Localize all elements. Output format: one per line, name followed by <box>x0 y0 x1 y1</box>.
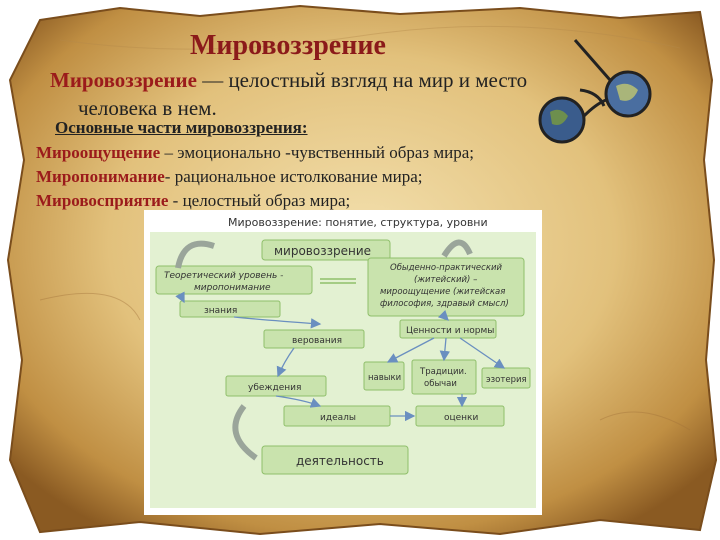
part-text: - целостный образ мира; <box>168 191 351 210</box>
diagram-header: Мировоззрение: понятие, структура, уровн… <box>228 216 488 229</box>
parts-list: Мироощущение – эмоционально -чувственный… <box>36 141 474 213</box>
node-beliefs <box>263 329 365 349</box>
part-term: Мироощущение <box>36 143 161 162</box>
node-traditions-line2: обычаи <box>424 379 457 389</box>
definition-text-line2: человека в нем. <box>78 96 217 120</box>
node-assessments-label: оценки <box>444 413 478 423</box>
node-convictions-label: убеждения <box>248 383 301 393</box>
node-theoretical-line1: Теоретический уровень - <box>164 271 283 281</box>
node-root-label: мировоззрение <box>274 244 371 258</box>
node-knowledge-label: знания <box>204 306 237 316</box>
node-beliefs-label: верования <box>292 336 342 346</box>
part-term: Мировосприятие <box>36 191 169 210</box>
node-skills-label: навыки <box>368 373 401 383</box>
node-esoteric <box>481 367 531 389</box>
node-values-label: Ценности и нормы <box>406 326 494 336</box>
node-theoretical <box>155 265 313 295</box>
node-everyday-line2: (житейский) – <box>414 275 477 285</box>
definition-term: Мировоззрение <box>50 68 197 92</box>
node-traditions-line1: Традиции. <box>419 367 467 377</box>
slide-title: Мировоззрение <box>190 30 386 61</box>
node-activity <box>261 445 409 475</box>
node-knowledge <box>179 300 281 318</box>
list-item: Мироощущение – эмоционально -чувственный… <box>36 141 474 165</box>
definition: Мировоззрение — целостный взгляд на мир … <box>50 66 610 122</box>
diagram-canvas: Мировоззрение: понятие, структура, уровн… <box>144 210 542 508</box>
list-item: Мировосприятие - целостный образ мира; <box>36 189 474 213</box>
node-ideals-label: идеалы <box>320 413 356 423</box>
part-text: – эмоционально -чувственный образ мира; <box>160 143 474 162</box>
part-text: - рациональное истолкование мира; <box>164 167 423 186</box>
node-activity-label: деятельность <box>296 454 384 468</box>
parts-heading: Основные части мировоззрения: <box>55 118 308 137</box>
globe-glasses-decoration <box>538 39 652 144</box>
curved-arrow-icon <box>232 404 258 461</box>
diagram-header-bg <box>144 210 542 232</box>
node-everyday-line3: мироощущение (житейская <box>380 287 505 297</box>
definition-text-line1: — целостный взгляд на мир и место <box>196 68 528 92</box>
node-esoteric-label: эзотерия <box>486 375 527 385</box>
curved-arrow-icon <box>175 240 215 269</box>
worldview-diagram: Мировоззрение: понятие, структура, уровн… <box>144 210 542 515</box>
node-everyday-line1: Обыденно-практический <box>390 263 502 273</box>
part-term: Миропонимание <box>36 167 165 186</box>
list-item: Миропонимание- рациональное истолкование… <box>36 165 474 189</box>
diagram-arrows <box>175 291 506 422</box>
curved-arrow-icon <box>441 239 473 258</box>
node-skills <box>363 361 405 391</box>
node-theoretical-line2: миропонимание <box>194 283 271 293</box>
node-root <box>261 239 391 261</box>
node-everyday-line4: философия, здравый смысл) <box>380 299 509 309</box>
